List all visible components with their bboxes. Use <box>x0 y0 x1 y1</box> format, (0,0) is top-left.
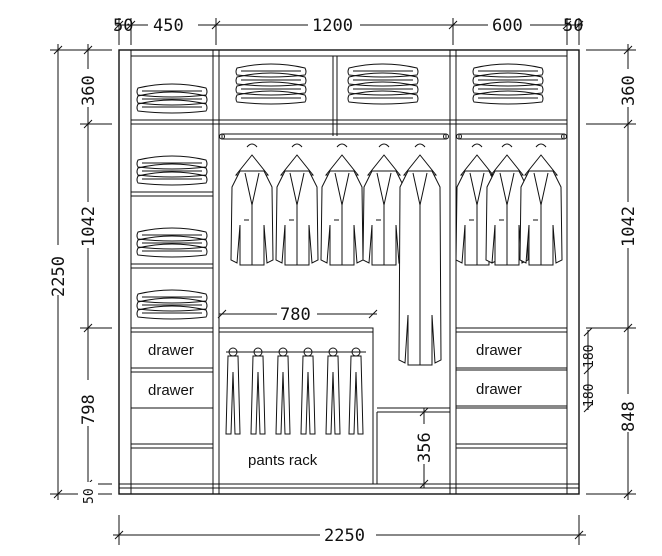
dim-top-1200: 1200 <box>312 16 353 36</box>
right-column <box>455 327 568 449</box>
hanging-jackets <box>230 143 563 366</box>
pants-rack-label: pants rack <box>248 452 318 469</box>
left-segment-dimensions: 360 1042 798 50 <box>78 44 112 504</box>
dim-top-450: 450 <box>153 16 184 36</box>
dim-bottom-total: 2250 <box>324 526 365 546</box>
pants-rack <box>225 347 366 435</box>
drawer-left-1-label: drawer <box>148 342 194 359</box>
left-shelves <box>130 191 214 449</box>
dim-right-848: 848 <box>619 401 639 432</box>
drawer-height-dimensions: 180 180 <box>582 327 597 413</box>
dim-left-360: 360 <box>79 75 99 106</box>
rack-height-dimension: 356 <box>414 407 435 489</box>
drawer-right-2 <box>455 369 568 407</box>
left-total-dimension: 2250 <box>48 44 112 500</box>
dim-drawer-180-bottom: 180 <box>582 384 597 407</box>
dim-left-50: 50 <box>82 488 97 504</box>
drawer-right-2-label: drawer <box>476 381 522 398</box>
right-segment-dimensions: 360 1042 848 <box>586 44 639 500</box>
dim-rack-356: 356 <box>415 432 435 463</box>
wardrobe-carcass <box>118 49 580 495</box>
drawer-right-1 <box>455 331 568 369</box>
dim-top-50-right: 50 <box>563 16 583 36</box>
center-column <box>218 327 450 485</box>
dim-left-1042: 1042 <box>79 206 99 247</box>
bottom-dimension-line: 2250 <box>113 515 586 546</box>
drawer-left-2-label: drawer <box>148 382 194 399</box>
top-dimension-line: 50 450 1200 600 50 <box>113 14 584 45</box>
drawer-right-1-label: drawer <box>476 342 522 359</box>
dim-right-1042: 1042 <box>619 206 639 247</box>
dim-left-798: 798 <box>79 394 99 425</box>
hanging-rails <box>219 133 567 140</box>
dim-right-360: 360 <box>619 75 639 106</box>
dim-drawer-180-top: 180 <box>582 345 597 368</box>
dim-left-total: 2250 <box>49 256 69 297</box>
dim-top-50-left: 50 <box>113 16 133 36</box>
drawer-left-1 <box>130 331 214 369</box>
dim-rail-780: 780 <box>280 305 311 325</box>
rail-width-dimension: 780 <box>217 304 378 325</box>
dim-top-600: 600 <box>492 16 523 36</box>
